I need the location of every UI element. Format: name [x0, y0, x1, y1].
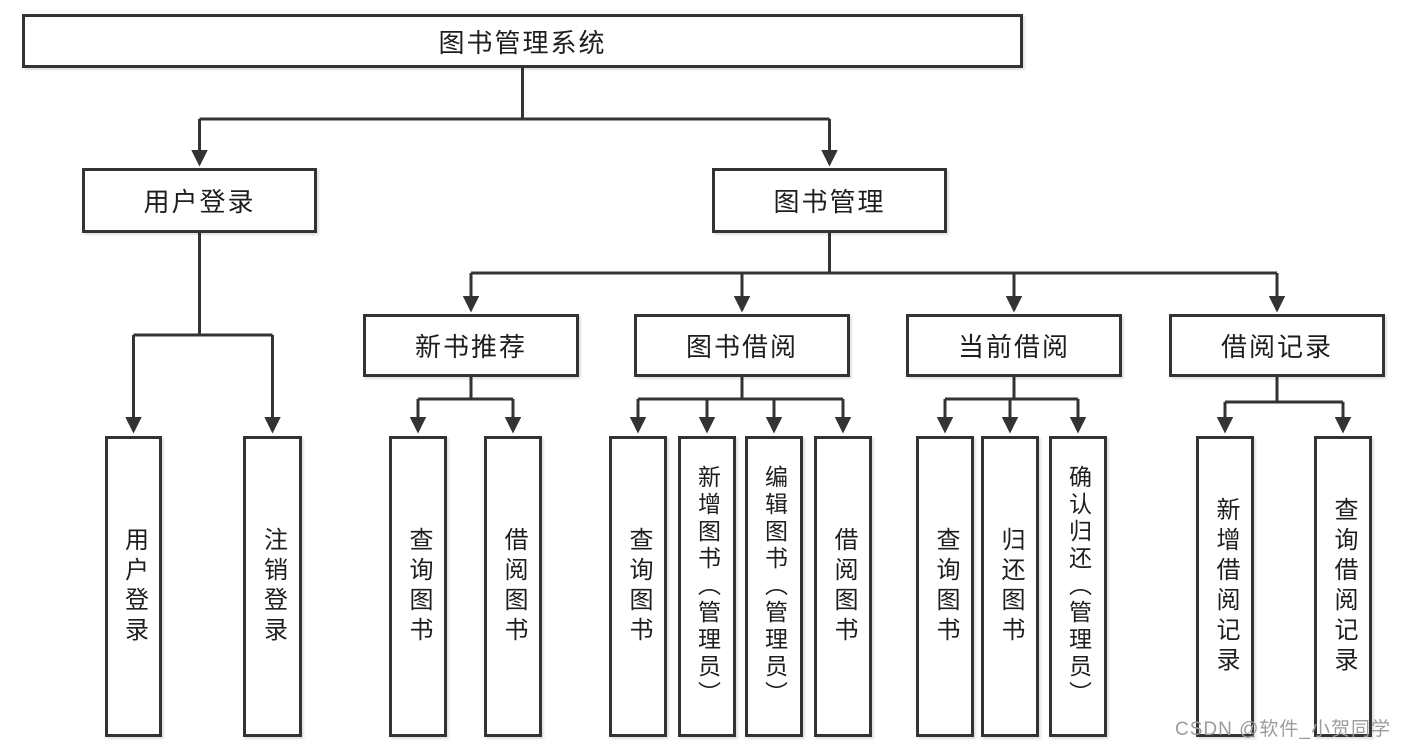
node-book-borrow: 图书借阅	[634, 314, 850, 377]
node-new-book-recommend-label: 新书推荐	[414, 332, 527, 362]
watermark: CSDN @软件_小贺同学	[1175, 719, 1391, 740]
node-borrow-records: 借阅记录	[1169, 314, 1385, 377]
leaf-current-confirm-return-admin-label: 确认归还（管理员）	[1065, 465, 1092, 708]
node-current-borrow: 当前借阅	[906, 314, 1122, 377]
leaf-logout: 注销登录	[243, 436, 302, 737]
leaf-records-query-record: 查询借阅记录	[1314, 436, 1372, 737]
node-borrow-records-label: 借阅记录	[1220, 332, 1333, 362]
leaf-user-login: 用户登录	[105, 436, 162, 737]
leaf-current-confirm-return-admin: 确认归还（管理员）	[1049, 436, 1107, 737]
leaf-borrow-edit-books-admin: 编辑图书（管理员）	[745, 436, 803, 737]
leaf-recommend-borrow-books-label: 借阅图书	[500, 526, 527, 647]
leaf-borrow-edit-books-admin-label: 编辑图书（管理员）	[761, 465, 788, 708]
leaf-records-query-record-label: 查询借阅记录	[1330, 496, 1357, 677]
leaf-recommend-query-books-label: 查询图书	[405, 526, 432, 647]
leaf-current-return-books-label: 归还图书	[997, 526, 1024, 647]
node-book-borrow-label: 图书借阅	[685, 332, 798, 362]
node-user-login: 用户登录	[82, 168, 317, 233]
leaf-records-add-record: 新增借阅记录	[1196, 436, 1254, 737]
leaf-records-add-record-label: 新增借阅记录	[1212, 496, 1239, 677]
leaf-recommend-query-books: 查询图书	[389, 436, 447, 737]
leaf-borrow-query-books-label: 查询图书	[625, 526, 652, 647]
root-node-label: 图书管理系统	[438, 27, 607, 58]
node-book-management-label: 图书管理	[773, 187, 886, 217]
connector-arrows	[125, 119, 1352, 434]
root-node-library-management-system: 图书管理系统	[22, 14, 1023, 68]
leaf-current-query-books-label: 查询图书	[932, 526, 959, 647]
node-book-management: 图书管理	[712, 168, 947, 233]
leaf-borrow-borrow-books-label: 借阅图书	[830, 526, 857, 647]
leaf-logout-label: 注销登录	[259, 526, 287, 647]
leaf-recommend-borrow-books: 借阅图书	[484, 436, 542, 737]
leaf-borrow-add-books-admin-label: 新增图书（管理员）	[694, 465, 721, 708]
leaf-borrow-add-books-admin: 新增图书（管理员）	[678, 436, 736, 737]
node-user-login-label: 用户登录	[143, 187, 256, 217]
node-current-borrow-label: 当前借阅	[957, 332, 1070, 362]
connector-skeleton	[133, 68, 1343, 404]
leaf-user-login-label: 用户登录	[120, 526, 148, 647]
leaf-borrow-borrow-books: 借阅图书	[814, 436, 872, 737]
leaf-current-return-books: 归还图书	[981, 436, 1039, 737]
leaf-current-query-books: 查询图书	[916, 436, 974, 737]
leaf-borrow-query-books: 查询图书	[609, 436, 667, 737]
node-new-book-recommend: 新书推荐	[363, 314, 579, 377]
